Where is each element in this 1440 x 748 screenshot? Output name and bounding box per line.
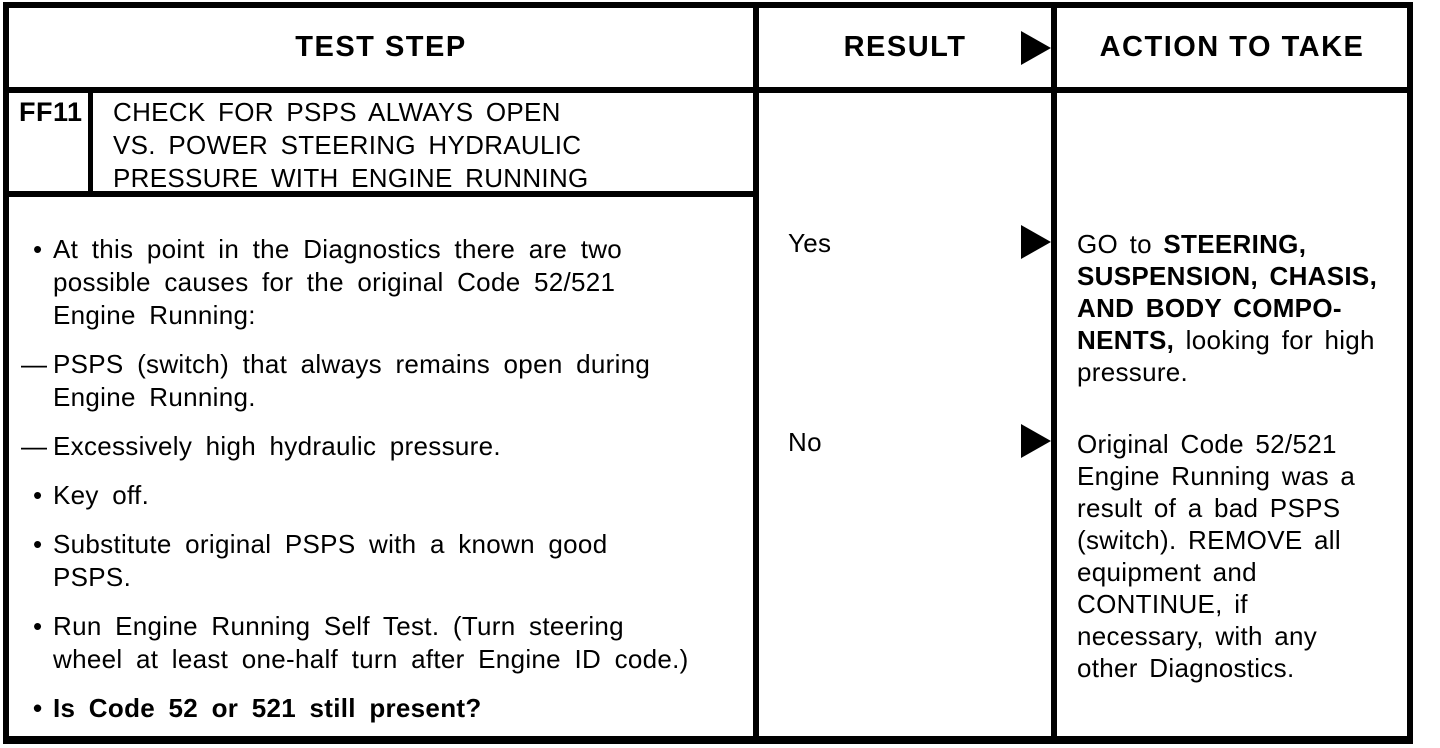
action-line: pressure. — [1077, 356, 1397, 388]
bullet-marker-icon: • — [33, 529, 43, 559]
test-step-instructions: • At this point in the Diagnostics there … — [9, 197, 753, 725]
instruction-item: —Excessively high hydraulic pressure. — [9, 430, 753, 463]
column-header-action: ACTION TO TAKE — [1057, 8, 1407, 93]
action-line: Engine Running was a — [1077, 460, 1397, 492]
action-line: AND BODY COMPO- — [1077, 292, 1397, 324]
result-header-arrow-icon — [1021, 31, 1051, 65]
column-header-test-step: TEST STEP — [9, 8, 753, 93]
action-line: SUSPENSION, CHASIS, — [1077, 260, 1397, 292]
dash-marker-icon: — — [21, 431, 48, 461]
instruction-item: • At this point in the Diagnostics there … — [9, 233, 753, 332]
action-segment: AND BODY COMPO- — [1077, 293, 1342, 323]
step-title-line: VS. POWER STEERING HYDRAULIC — [113, 130, 582, 160]
result-option-no: No — [759, 424, 1051, 463]
action-segment: other Diagnostics. — [1077, 653, 1295, 683]
action-segment: CONTINUE, if — [1077, 589, 1248, 619]
action-line: other Diagnostics. — [1077, 652, 1397, 684]
action-segment: equipment and — [1077, 557, 1257, 587]
result-label: No — [788, 427, 822, 457]
instruction-line: At this point in the Diagnostics there a… — [53, 234, 623, 264]
action-segment: Engine Running was a — [1077, 461, 1356, 491]
step-title-line: CHECK FOR PSPS ALWAYS OPEN — [113, 97, 561, 127]
action-line: GO to STEERING, — [1077, 228, 1397, 260]
test-step-column: TEST STEP FF11 CHECK FOR PSPS ALWAYS OPE… — [9, 8, 753, 736]
instruction-item: • Substitute original PSPS with a known g… — [9, 528, 753, 594]
instruction-line: Run Engine Running Self Test. (Turn stee… — [53, 611, 624, 641]
action-segment: looking for high — [1174, 325, 1375, 355]
test-step-header-label: TEST STEP — [295, 31, 467, 63]
instruction-line: Key off. — [53, 480, 150, 510]
bullet-marker-icon: • — [33, 480, 43, 510]
action-segment: necessary, with any — [1077, 621, 1318, 651]
bullet-marker-icon: • — [33, 234, 43, 264]
instruction-line: PSPS (switch) that always remains open d… — [53, 349, 651, 379]
diagnostic-table: TEST STEP FF11 CHECK FOR PSPS ALWAYS OPE… — [3, 2, 1413, 744]
action-segment: STEERING, — [1163, 229, 1307, 259]
step-title-line: PRESSURE WITH ENGINE RUNNING — [113, 163, 589, 193]
instruction-line: wheel at least one-half turn after Engin… — [53, 644, 689, 674]
instruction-line: Excessively high hydraulic pressure. — [53, 431, 501, 461]
instruction-item: —PSPS (switch) that always remains open … — [9, 348, 753, 414]
action-header-label: ACTION TO TAKE — [1099, 31, 1365, 63]
instruction-line: possible causes for the original Code 52… — [53, 267, 616, 297]
action-segment: result of a bad PSPS — [1077, 493, 1341, 523]
column-header-result: RESULT — [759, 8, 1051, 93]
action-line: equipment and — [1077, 556, 1397, 588]
action-body: GO to STEERING,SUSPENSION, CHASIS,AND BO… — [1057, 93, 1407, 736]
instruction-line: Substitute original PSPS with a known go… — [53, 529, 608, 559]
instruction-item: • Key off. — [9, 479, 753, 512]
action-line: NENTS, looking for high — [1077, 324, 1397, 356]
action-text-yes: GO to STEERING,SUSPENSION, CHASIS,AND BO… — [1077, 228, 1397, 388]
result-arrow-icon — [1021, 225, 1051, 259]
result-label: Yes — [788, 228, 832, 258]
result-option-yes: Yes — [759, 225, 1051, 264]
action-line: CONTINUE, if — [1077, 588, 1397, 620]
bullet-marker-icon: • — [33, 693, 43, 723]
bullet-marker-icon: • — [33, 611, 43, 641]
action-segment: Original Code 52/521 — [1077, 429, 1337, 459]
result-arrow-icon — [1021, 424, 1051, 458]
step-id-cell: FF11 — [9, 93, 93, 191]
action-segment: GO to — [1077, 229, 1164, 259]
instruction-line: PSPS. — [53, 562, 132, 592]
action-line: Original Code 52/521 — [1077, 428, 1397, 460]
instruction-line: Engine Running. — [53, 382, 256, 412]
instruction-line: Is Code 52 or 521 still present? — [53, 693, 482, 723]
action-line: necessary, with any — [1077, 620, 1397, 652]
instruction-line: Engine Running: — [53, 300, 256, 330]
action-segment: NENTS, — [1077, 325, 1175, 355]
result-header-label: RESULT — [843, 31, 967, 63]
dash-marker-icon: — — [21, 349, 48, 379]
action-segment: (switch). REMOVE all — [1077, 525, 1341, 555]
action-line: (switch). REMOVE all — [1077, 524, 1397, 556]
instruction-item: • Is Code 52 or 521 still present? — [9, 692, 753, 725]
instruction-item: • Run Engine Running Self Test. (Turn ste… — [9, 610, 753, 676]
action-segment: SUSPENSION, CHASIS, — [1077, 261, 1378, 291]
action-column: ACTION TO TAKE GO to STEERING,SUSPENSION… — [1051, 8, 1407, 736]
action-line: result of a bad PSPS — [1077, 492, 1397, 524]
action-segment: pressure. — [1077, 357, 1189, 387]
